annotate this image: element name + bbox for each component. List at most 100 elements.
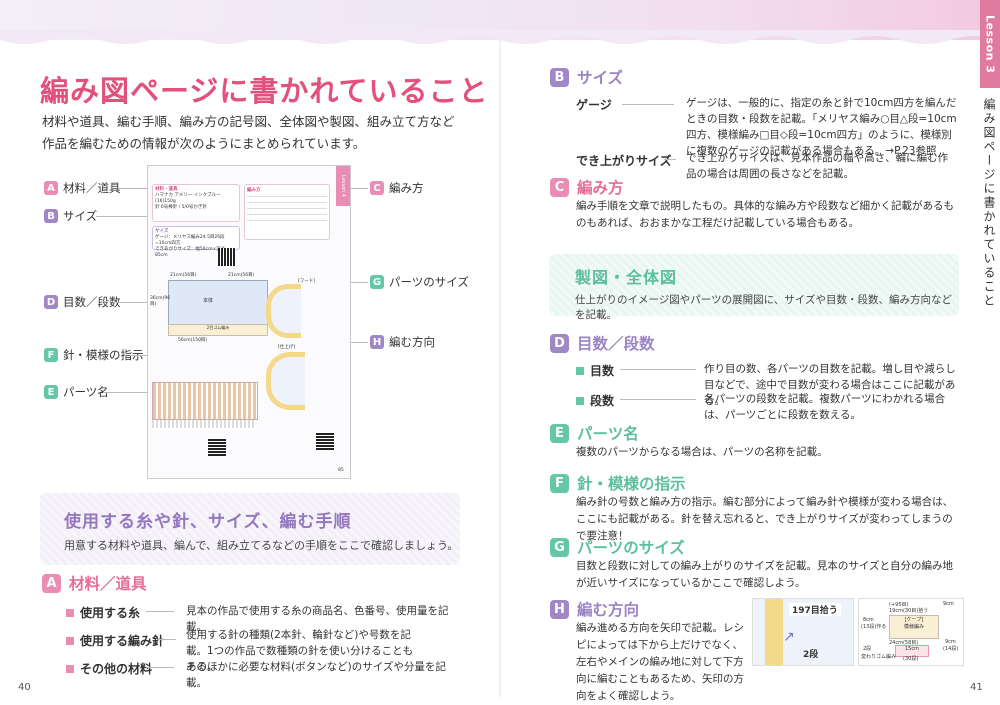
term-finished-size: でき上がりサイズ: [576, 152, 672, 169]
sample-page-number: 85: [338, 468, 344, 473]
illus-label: (13段)作る: [861, 624, 887, 630]
term-desc: でき上がりサイズは、見本作品の幅や高さ、輪に編む作品の場合は周囲の長さなどを記載…: [686, 152, 949, 180]
heading-g: G パーツのサイズ: [550, 536, 685, 558]
callout-label: サイズ: [63, 209, 98, 223]
callout-badge: H: [370, 335, 384, 349]
term-desc: 使用する針の種類(2本針、輪針など)や号数を記載。1つの作品で数種類の針を使い分…: [186, 629, 414, 673]
text-line: [247, 202, 327, 203]
sample-count: 36cm(96目): [150, 296, 171, 307]
callout-label: パーツ名: [63, 385, 109, 399]
bullet-square: [66, 664, 74, 673]
callout-badge: E: [44, 385, 58, 399]
heading-b: B サイズ: [550, 66, 623, 88]
leader-line: [130, 355, 158, 356]
illus-label: 模様編み: [903, 624, 924, 630]
term-label: 目数: [590, 364, 615, 378]
leader-line: [620, 369, 696, 370]
term-rows: 段数: [576, 392, 614, 409]
callout-label: 針・模様の指示: [63, 348, 144, 362]
page-gutter: [499, 40, 501, 697]
illus-label: [ケープ]: [904, 617, 924, 623]
bullet-square: [66, 636, 74, 645]
cape-diagram: [ケープ] 模様編み: [889, 615, 939, 639]
sample-gauge: ゲージ：メリヤス編み24.5目26段=10cm四方: [155, 235, 225, 246]
sample-needle: 針 6号棒針 / 5/0号かぎ針: [155, 205, 207, 210]
illus-label: 24cm(58目): [889, 640, 919, 646]
qr-code-icon: [208, 438, 226, 456]
qr-code-icon: [316, 432, 334, 450]
heading-label: 針・模様の指示: [577, 475, 686, 493]
body-c: 編み手順を文章で説明したもの。具体的な編み方や段数など細かく記載があるものもあれ…: [576, 200, 954, 229]
sample-finish-label: [仕上げ]: [278, 345, 296, 350]
heading-label: パーツ名: [577, 425, 639, 443]
term-desc: 各パーツの段数を記載。複数パーツにわかれる場合は、パーツごとに段数を数える。: [704, 393, 946, 421]
illus-label: 15cm: [895, 645, 929, 657]
lesson-tab: Lesson 3: [980, 0, 1000, 88]
heading-badge: A: [42, 573, 61, 593]
leader-line: [622, 104, 674, 105]
heading-badge: F: [550, 473, 569, 493]
illus-label: 197目拾う: [789, 603, 841, 616]
page-number-right: 41: [970, 682, 983, 693]
sample-finish: できあがりサイズ：幅56cm×深さ85cm: [155, 247, 226, 258]
leader-line: [146, 611, 174, 612]
callout-badge: D: [44, 295, 58, 309]
bullet-square: [66, 608, 74, 617]
section-subtitle: 仕上がりのイメージ図やパーツの展開図に、サイズや目数・段数、編み方向などを記載。: [575, 294, 952, 321]
term-gauge: ゲージ: [576, 96, 612, 113]
heading-badge: B: [550, 67, 569, 87]
sample-pattern-page: Lesson 4 材料・道具 ハマナカ アメリー インクブルー(16)150g …: [147, 165, 351, 479]
body-f: 編み針の号数と編み方の指示。編む部分によって編み針や模様が変わる場合は、ここにも…: [576, 496, 954, 542]
section-title: 製図・全体図: [575, 268, 678, 287]
sample-stitch-chart-row: [152, 420, 256, 428]
text-line: [247, 220, 327, 221]
term-label: 使用する編み針: [80, 634, 165, 648]
sample-ribbing: 2目ゴム編み: [168, 324, 268, 336]
callout-label: 編み方: [389, 181, 424, 195]
page-number-left: 40: [18, 682, 31, 693]
text-line: [247, 208, 327, 209]
leader-line: [158, 639, 176, 640]
callout-badge: G: [370, 275, 384, 289]
term-label: 使用する糸: [80, 606, 141, 620]
callout-badge: B: [44, 209, 58, 223]
callout-g: G パーツのサイズ: [370, 274, 469, 290]
callout-e: E パーツ名: [44, 384, 109, 400]
section-subtitle: 用意する材料や道具、編んで、組み立てるなどの手順をここで確認しましょう。: [64, 539, 459, 552]
callout-b: B サイズ: [44, 208, 97, 224]
qr-code-icon: [218, 248, 236, 266]
leader-line: [118, 188, 158, 189]
direction-illustration-2: (+95目) 19cm(30目)拾う 9cm 8cm (13段)作る [ケープ]…: [858, 598, 964, 666]
callout-f: F 針・模様の指示: [44, 347, 144, 363]
sample-count: 56cm(150目): [178, 338, 208, 343]
leader-line: [664, 159, 676, 160]
heading-e: E パーツ名: [550, 422, 639, 444]
heading-c: C 編み方: [550, 176, 624, 198]
illus-label: 19cm(30目)拾う: [889, 608, 929, 614]
leader-line: [146, 667, 174, 668]
illus-label: 8cm: [863, 617, 874, 623]
heading-label: 材料／道具: [69, 575, 147, 593]
page-title: 編み図ページに書かれていること: [40, 74, 489, 108]
heading-badge: D: [550, 333, 569, 353]
sample-howto-box: 編み方: [244, 184, 330, 240]
heading-badge: G: [550, 537, 569, 557]
sample-hood-diagram: [266, 284, 301, 338]
term-other: その他の材料: [66, 660, 152, 677]
leader-line: [96, 216, 158, 217]
sample-body-diagram: 本体: [168, 280, 268, 326]
illus-label: 9cm: [945, 639, 956, 645]
arrow-icon: ↗: [783, 629, 795, 645]
body-e: 複数のパーツからなる場合は、パーツの名称を記載。: [576, 446, 828, 458]
intro-text: 材料や道具、編む手順、編み方の記号図、全体図や製図、組み立て方など作品を編むため…: [42, 114, 455, 151]
sample-count: 21cm(56目): [228, 273, 255, 278]
hood-edge-band: [765, 599, 783, 665]
body-h: 編み進める方向を矢印で記載。レシピによっては下から上だけでなく、左右やメインの編…: [576, 622, 744, 702]
heading-d: D 目数／段数: [550, 332, 655, 354]
heading-label: 編み方: [577, 179, 624, 197]
callout-a: A 材料／道具: [44, 180, 121, 196]
illus-label: (14段): [943, 646, 959, 652]
heading-label: パーツのサイズ: [577, 539, 685, 557]
leader-line: [620, 399, 696, 400]
heading-a: A 材料／道具: [42, 572, 147, 594]
